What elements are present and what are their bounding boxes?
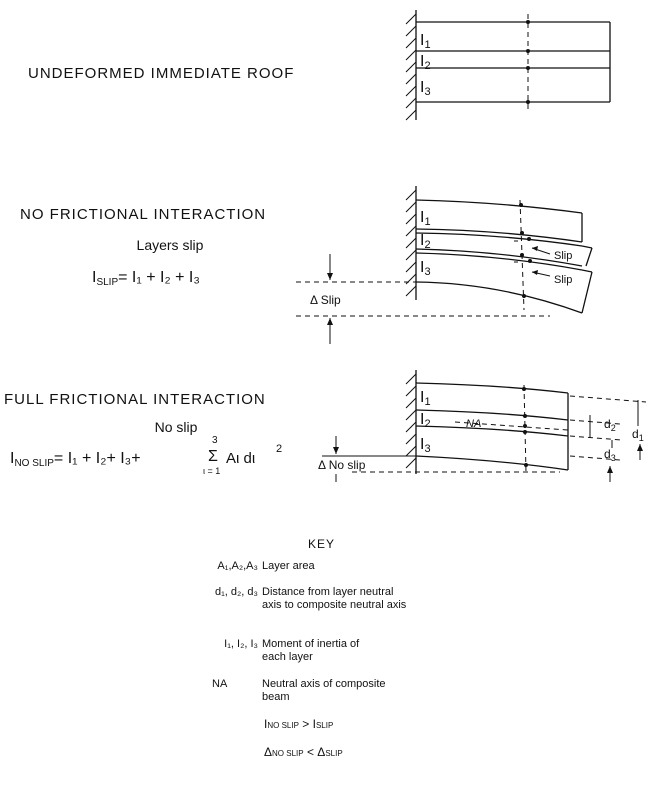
slip-label-lower: Slip — [554, 274, 572, 286]
svg-text:Σ: Σ — [208, 448, 218, 465]
svg-text:3: 3 — [212, 435, 218, 446]
wall-support-1 — [405, 10, 417, 121]
layer-label-i1: I1 — [420, 389, 431, 408]
neutral-axis-label: NA — [466, 418, 481, 430]
layer-labels-undeformed: I1 I2 I3 — [420, 32, 431, 98]
wall-support-3 — [405, 370, 417, 474]
full-friction-title: FULL FRICTIONAL INTERACTION — [4, 391, 266, 408]
undeformed-title: UNDEFORMED IMMEDIATE ROOF — [28, 65, 294, 82]
d-dimensions: d2 d1 d3 — [569, 395, 647, 482]
slip-arrows: Slip Slip — [531, 246, 572, 286]
layer-label-i3: I3 — [420, 436, 431, 455]
delta-no-slip-dimension: Δ No slip — [318, 436, 560, 482]
no-friction-title: NO FRICTIONAL INTERACTION — [20, 206, 266, 223]
svg-text:Aι dι: Aι dι — [226, 450, 255, 467]
layer-label-i1: I1 — [420, 209, 431, 228]
key-symbol: I₁, I₂, I₃ — [224, 638, 258, 650]
inequality-moment: INO SLIP > ISLIP — [264, 717, 334, 731]
layer-label-i2: I2 — [420, 53, 431, 72]
no-friction-panel: NO FRICTIONAL INTERACTION Layers slip IS… — [20, 186, 593, 344]
layer-labels-no-slip: I1 I2 I3 — [420, 389, 431, 455]
full-friction-subtitle: No slip — [155, 419, 198, 435]
full-friction-panel: FULL FRICTIONAL INTERACTION No slip INO … — [4, 370, 647, 482]
slip-label-upper: Slip — [554, 250, 572, 262]
no-slip-formula: INO SLIP= I₁ + I₂+ I₃+ 3 Σ ι = 1 Aι dι 2 — [10, 435, 282, 476]
layer-label-i2: I2 — [420, 411, 431, 430]
layer-label-i3: I3 — [420, 259, 431, 278]
layer-label-i3: I3 — [420, 79, 431, 98]
layer-label-i2: I2 — [420, 232, 431, 251]
wall-support-2 — [405, 186, 417, 300]
key-symbol: d₁, d₂, d₃ — [214, 586, 258, 598]
svg-text:ISLIP= I₁ + I₂ + I₃: ISLIP= I₁ + I₂ + I₃ — [92, 269, 200, 288]
layer-labels-slip: I1 I2 I3 — [420, 209, 431, 278]
undeformed-panel: UNDEFORMED IMMEDIATE ROOF I1 I2 I3 — [28, 10, 611, 121]
key-description: Neutral axis of composite beam — [262, 678, 386, 703]
svg-text:INO SLIP= I₁ + I₂+ I₃+: INO SLIP= I₁ + I₂+ I₃+ — [10, 450, 141, 469]
slip-formula: ISLIP= I₁ + I₂ + I₃ — [92, 269, 200, 288]
d3-label: d3 — [604, 447, 616, 463]
beam-layers-no-slip: NA — [415, 382, 569, 473]
key-title: KEY — [308, 537, 336, 551]
key-description: Moment of inertia of each layer — [262, 638, 360, 663]
key-description: Distance from layer neutral axis to comp… — [262, 586, 407, 611]
beam-layers-undeformed — [416, 14, 611, 112]
d2-label: d2 — [604, 417, 616, 433]
beam-layers-slip — [415, 199, 593, 314]
delta-slip-label: Δ Slip — [310, 293, 341, 307]
key-symbol: A₁,A₂,A₃ — [217, 560, 258, 572]
svg-text:2: 2 — [276, 443, 282, 455]
key-symbol: NA — [212, 678, 228, 690]
no-friction-subtitle: Layers slip — [137, 237, 204, 253]
layer-label-i1: I1 — [420, 32, 431, 51]
key-description: Layer area — [262, 560, 315, 572]
svg-text:ι = 1: ι = 1 — [203, 466, 220, 476]
d1-label: d1 — [632, 427, 644, 443]
delta-slip-dimension: Δ Slip — [296, 254, 550, 344]
inequality-deflection: ΔNO SLIP < ΔSLIP — [264, 745, 343, 759]
delta-no-slip-label: Δ No slip — [318, 458, 366, 472]
